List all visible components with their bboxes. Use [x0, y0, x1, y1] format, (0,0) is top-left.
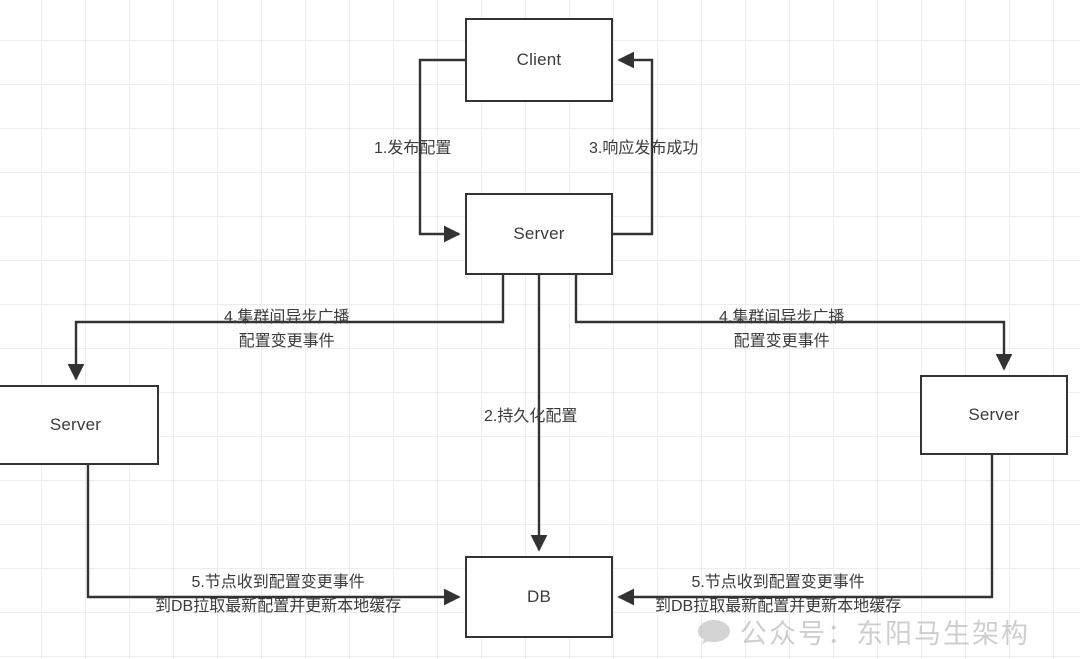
edge-label-persist-config: 2.持久化配置	[484, 405, 577, 429]
edge-path-broadcast-left	[67, 275, 505, 381]
node-server-right-label: Server	[968, 405, 1020, 424]
edge-path-publish-success	[613, 51, 654, 236]
edge-label-broadcast-right-line1: 4.集群间异步广播	[719, 309, 845, 326]
edge-label-pull-right: 5.节点收到配置变更事件 到DB拉取最新配置并更新本地缓存	[655, 571, 901, 619]
node-server-left-label: Server	[49, 415, 102, 434]
edge-label-publish-success: 3.响应发布成功	[589, 137, 698, 161]
edge-label-broadcast-left-line2: 配置变更事件	[238, 333, 335, 350]
node-server-main-label: Server	[513, 224, 565, 243]
node-db-label: DB	[526, 587, 552, 606]
edge-path-broadcast-right	[574, 275, 1013, 371]
edge-label-pull-left-line2: 到DB拉取最新配置并更新本地缓存	[155, 598, 402, 615]
node-client[interactable]: Client	[465, 18, 613, 102]
edge-label-pull-right-line1: 5.节点收到配置变更事件	[691, 574, 865, 591]
edge-label-broadcast-left: 4.集群间异步广播 配置变更事件	[224, 306, 349, 354]
edge-path-publish-config	[418, 58, 465, 243]
edge-label-pull-right-line2: 到DB拉取最新配置并更新本地缓存	[655, 598, 902, 615]
edge-path-pull-right	[617, 455, 994, 606]
node-db[interactable]: DB	[465, 556, 613, 638]
edge-label-publish-config: 1.发布配置	[374, 137, 451, 161]
node-client-label: Client	[516, 50, 562, 69]
edge-label-pull-left-line1: 5.节点收到配置变更事件	[191, 574, 365, 591]
node-server-left[interactable]: Server	[0, 385, 159, 465]
edge-label-broadcast-left-line1: 4.集群间异步广播	[224, 309, 350, 326]
edge-label-persist-config-line1: 2.持久化配置	[484, 408, 578, 425]
edge-path-pull-left	[86, 465, 461, 606]
edge-label-pull-left: 5.节点收到配置变更事件 到DB拉取最新配置并更新本地缓存	[155, 571, 401, 619]
edge-label-publish-success-line1: 3.响应发布成功	[589, 140, 699, 157]
edge-label-publish-config-line1: 1.发布配置	[374, 140, 452, 157]
edge-label-broadcast-right: 4.集群间异步广播 配置变更事件	[719, 306, 844, 354]
node-server-main[interactable]: Server	[465, 193, 613, 275]
edge-label-broadcast-right-line2: 配置变更事件	[733, 333, 830, 350]
node-server-right[interactable]: Server	[920, 375, 1068, 455]
